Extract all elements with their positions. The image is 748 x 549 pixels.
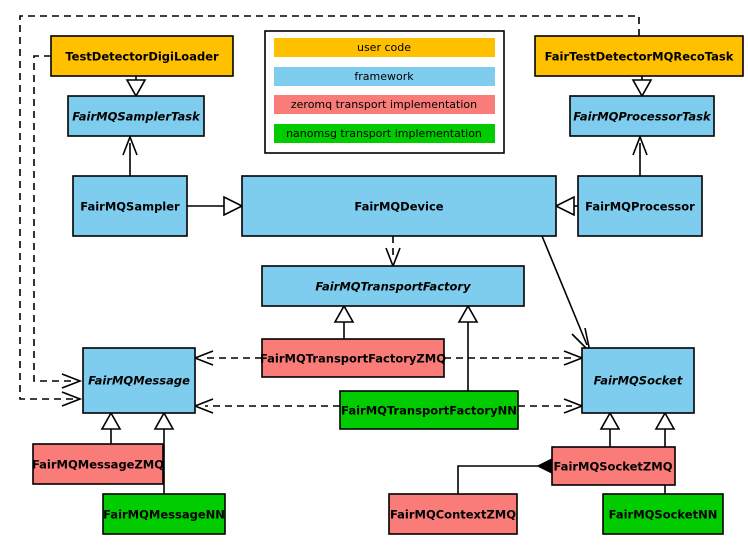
edge-recotask-message — [19, 15, 640, 407]
legend-item-framework: framework — [274, 67, 495, 86]
edge-factorynn-message — [192, 398, 340, 414]
edge-socketzmq-socket — [599, 411, 621, 447]
node-label: FairMQDevice — [354, 200, 443, 214]
edge-messagezmq-message — [100, 411, 122, 444]
legend-item-label: zeromq transport implementation — [291, 98, 477, 111]
node-fairmqprocessor[interactable]: FairMQProcessor — [577, 175, 703, 237]
node-fairmqdevice[interactable]: FairMQDevice — [241, 175, 557, 237]
legend-item-user-code: user code — [274, 38, 495, 57]
node-fairmqtransportfactoryzmq[interactable]: FairMQTransportFactoryZMQ — [260, 338, 446, 378]
edge-messagenn-message — [153, 411, 175, 494]
node-label: FairMQSocketNN — [609, 508, 718, 522]
node-label: FairMQMessageZMQ — [32, 458, 164, 472]
legend: user code framework zeromq transport imp… — [264, 30, 505, 154]
node-label: FairMQMessageNN — [103, 508, 225, 522]
edge-sampler-device — [187, 195, 244, 217]
edge-processor-device — [554, 195, 578, 217]
edge-factorynn-socket — [518, 398, 585, 414]
edge-factorynn-transportfactory — [457, 304, 479, 391]
node-label: FairMQSocketZMQ — [554, 460, 673, 474]
node-fairmqsampler[interactable]: FairMQSampler — [72, 175, 188, 237]
edge-factoryzmq-message — [192, 350, 262, 366]
node-label: FairMQTransportFactoryNN — [341, 404, 517, 418]
node-label: FairMQTransportFactoryZMQ — [260, 352, 446, 366]
legend-item-nanomsg: nanomsg transport implementation — [274, 124, 495, 143]
node-label: FairMQSamplerTask — [72, 110, 201, 124]
node-label: FairMQTransportFactory — [315, 280, 471, 294]
node-label: FairMQMessage — [88, 374, 190, 388]
edge-device-socket — [541, 235, 592, 355]
node-label: FairTestDetectorMQRecoTask — [545, 50, 734, 64]
node-fairmqprocessortask[interactable]: FairMQProcessorTask — [569, 95, 715, 137]
edge-device-transportfactory — [385, 236, 401, 269]
edge-factoryzmq-transportfactory — [333, 304, 355, 339]
node-fairmqcontextzmq[interactable]: FairMQContextZMQ — [388, 493, 518, 535]
node-fairmqsocketnn[interactable]: FairMQSocketNN — [602, 493, 724, 535]
node-testdetectordigiloader[interactable]: TestDetectorDigiLoader — [50, 35, 234, 77]
edge-processor-processortask — [632, 134, 648, 176]
node-layer: TestDetectorDigiLoader FairTestDetectorM… — [32, 35, 744, 535]
node-label: TestDetectorDigiLoader — [65, 50, 219, 64]
node-fairmqtransportfactorynn[interactable]: FairMQTransportFactoryNN — [339, 390, 519, 430]
node-label: FairMQProcessor — [585, 200, 695, 214]
node-fairmqsocket[interactable]: FairMQSocket — [581, 347, 695, 414]
node-fairmqmessagezmq[interactable]: FairMQMessageZMQ — [32, 443, 164, 485]
edge-contextzmq-socketzmq — [457, 458, 568, 494]
node-fairmqmessagenn[interactable]: FairMQMessageNN — [102, 493, 226, 535]
edge-digiloader-message — [33, 55, 83, 389]
node-label: FairMQContextZMQ — [390, 508, 516, 522]
legend-item-label: framework — [354, 70, 414, 83]
edge-recotask-processortask — [631, 76, 653, 98]
node-fairmqtransportfactory[interactable]: FairMQTransportFactory — [261, 265, 525, 307]
legend-item-label: nanomsg transport implementation — [286, 127, 482, 140]
edge-factoryzmq-socket — [444, 350, 585, 366]
node-fairmqsamplertask[interactable]: FairMQSamplerTask — [67, 95, 205, 137]
node-label: FairMQSampler — [80, 200, 180, 214]
legend-item-zeromq: zeromq transport implementation — [274, 95, 495, 114]
node-label: FairMQProcessorTask — [573, 110, 712, 124]
node-fairtestdetectormqrecotask[interactable]: FairTestDetectorMQRecoTask — [534, 35, 744, 77]
edge-digiloader-samplertask — [125, 76, 147, 98]
node-label: FairMQSocket — [594, 374, 683, 388]
node-fairmqmessage[interactable]: FairMQMessage — [82, 347, 196, 414]
node-fairmqsocketzmq[interactable]: FairMQSocketZMQ — [551, 446, 676, 486]
edge-sampler-samplertask — [122, 134, 138, 176]
legend-item-label: user code — [357, 41, 411, 54]
